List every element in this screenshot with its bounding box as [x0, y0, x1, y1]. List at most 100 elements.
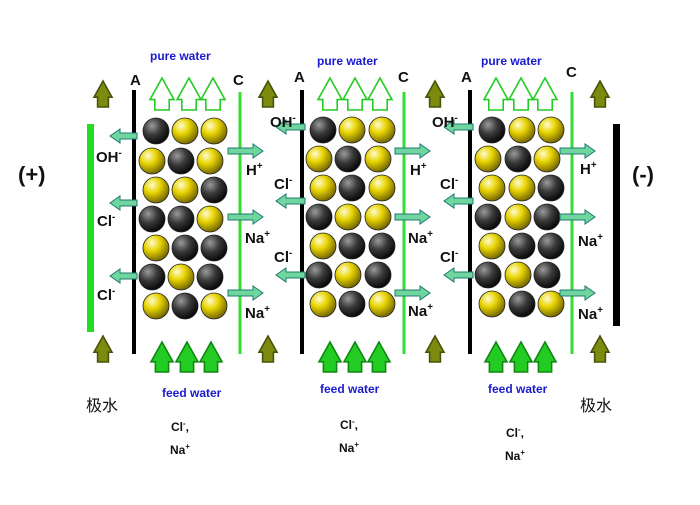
flow-arrow-cl-3b: [443, 267, 474, 283]
black-resin-bead-3-5-3: [537, 232, 565, 260]
ion-na-3a: Na+: [578, 232, 603, 250]
ion-cl-1a: Cl-: [97, 212, 116, 230]
pure-water-arrow-2-3: [366, 76, 394, 111]
anode-electrode: [87, 124, 94, 332]
cation-membrane-2: [402, 92, 406, 354]
feed-arrow-2-3: [366, 340, 392, 373]
yellow-resin-bead-2-4-3: [364, 203, 392, 231]
yellow-resin-bead-2-5-1: [309, 232, 337, 260]
ion-na-3b: Na+: [578, 305, 603, 323]
yellow-resin-bead-2-3-3: [368, 174, 396, 202]
yellow-resin-bead-1-7-1: [142, 292, 170, 320]
yellow-resin-bead-3-2-1: [474, 145, 502, 173]
yellow-resin-bead-1-5-1: [142, 234, 170, 262]
black-resin-bead-1-6-3: [196, 263, 224, 291]
black-resin-bead-1-1-1: [142, 117, 170, 145]
pure-water-arrow-2-1: [316, 76, 344, 111]
feed-water-label-3: feed water: [488, 382, 548, 396]
pole-water-right-label: 极水: [580, 396, 613, 415]
yellow-resin-bead-2-4-2: [334, 203, 362, 231]
black-resin-bead-2-1-1: [309, 116, 337, 144]
yellow-resin-bead-2-2-1: [305, 145, 333, 173]
yellow-resin-bead-1-1-3: [200, 117, 228, 145]
anion-membrane-label-2: A: [294, 69, 305, 86]
anode-label: (+): [18, 162, 46, 187]
black-resin-bead-1-6-1: [138, 263, 166, 291]
yellow-resin-bead-1-2-3: [196, 147, 224, 175]
ion-cl-3a: Cl-: [440, 175, 459, 193]
black-resin-bead-3-4-1: [474, 203, 502, 231]
black-resin-bead-3-1-1: [478, 116, 506, 144]
feed-ion-cl-3: Cl-,: [505, 425, 524, 440]
pure-water-arrow-1-3: [199, 76, 227, 111]
black-resin-bead-3-4-3: [533, 203, 561, 231]
pole-water-arrow-2: [257, 79, 279, 108]
anion-membrane-label-3: A: [461, 69, 472, 86]
pole-water-arrow-3: [424, 79, 446, 108]
pure-water-label-1: pure water: [150, 49, 211, 63]
feed-ion-na-2: Na+: [339, 440, 359, 455]
yellow-resin-bead-1-2-1: [138, 147, 166, 175]
feed-ion-cl-1: Cl-,: [170, 419, 189, 434]
feed-water-label-2: feed water: [320, 382, 380, 396]
cation-membrane-3: [570, 92, 574, 354]
feed-arrow-2-1: [317, 340, 343, 373]
yellow-resin-bead-3-1-3: [537, 116, 565, 144]
black-resin-bead-2-3-2: [338, 174, 366, 202]
pole-water-arrow-1: [92, 79, 114, 108]
flow-arrow-h-1: [227, 143, 264, 159]
cation-membrane-label-1: C: [233, 72, 244, 89]
pure-water-arrow-2-2: [341, 76, 369, 111]
pure-water-arrow-1-1: [148, 76, 176, 111]
pure-water-label-2: pure water: [317, 54, 378, 68]
feed-ion-cl-2: Cl-,: [339, 417, 358, 432]
ion-na-2a: Na+: [408, 229, 433, 247]
ion-cl-3b: Cl-: [440, 248, 459, 266]
yellow-resin-bead-1-1-2: [171, 117, 199, 145]
yellow-resin-bead-3-4-2: [504, 203, 532, 231]
feed-ions-3: Cl-, Na+: [505, 420, 525, 466]
flow-arrow-cl-3a: [443, 193, 474, 209]
ion-oh-3: OH-: [432, 113, 458, 131]
black-resin-bead-3-7-2: [508, 290, 536, 318]
cathode-label: (-): [632, 162, 654, 187]
ion-na-1a: Na+: [245, 229, 270, 247]
pole-water-arrow-7: [424, 334, 446, 363]
feed-arrow-2-2: [342, 340, 368, 373]
yellow-resin-bead-1-6-2: [167, 263, 195, 291]
cation-membrane-1: [238, 92, 242, 354]
black-resin-bead-2-6-1: [305, 261, 333, 289]
black-resin-bead-2-5-3: [368, 232, 396, 260]
pole-water-arrow-8: [589, 334, 611, 363]
yellow-resin-bead-2-7-1: [309, 290, 337, 318]
yellow-resin-bead-3-3-2: [508, 174, 536, 202]
flow-arrow-cl-2a: [275, 193, 306, 209]
black-resin-bead-1-3-3: [200, 176, 228, 204]
black-resin-bead-2-5-2: [338, 232, 366, 260]
ion-na-2b: Na+: [408, 302, 433, 320]
anion-membrane-3: [468, 90, 472, 354]
feed-ion-na-3: Na+: [505, 448, 525, 463]
black-resin-bead-3-3-3: [537, 174, 565, 202]
black-resin-bead-1-4-2: [167, 205, 195, 233]
yellow-resin-bead-2-2-3: [364, 145, 392, 173]
yellow-resin-bead-1-4-3: [196, 205, 224, 233]
feed-arrow-3-2: [508, 340, 534, 373]
feed-ions-2: Cl-, Na+: [339, 412, 359, 458]
black-resin-bead-1-7-2: [171, 292, 199, 320]
anion-membrane-1: [132, 90, 136, 354]
yellow-resin-bead-2-1-3: [368, 116, 396, 144]
flow-arrow-h-3: [559, 143, 596, 159]
black-resin-bead-2-6-3: [364, 261, 392, 289]
yellow-resin-bead-1-3-1: [142, 176, 170, 204]
flow-arrow-na-2b: [394, 285, 431, 301]
flow-arrow-cl-1b: [109, 268, 138, 284]
pole-water-arrow-6: [257, 334, 279, 363]
flow-arrow-na-3a: [559, 209, 596, 225]
feed-ions-1: Cl-, Na+: [170, 414, 190, 460]
flow-arrow-oh-2: [275, 119, 306, 135]
yellow-resin-bead-2-6-2: [334, 261, 362, 289]
flow-arrow-na-1b: [227, 285, 264, 301]
feed-ion-na-1: Na+: [170, 442, 190, 457]
ion-cl-2a: Cl-: [274, 175, 293, 193]
